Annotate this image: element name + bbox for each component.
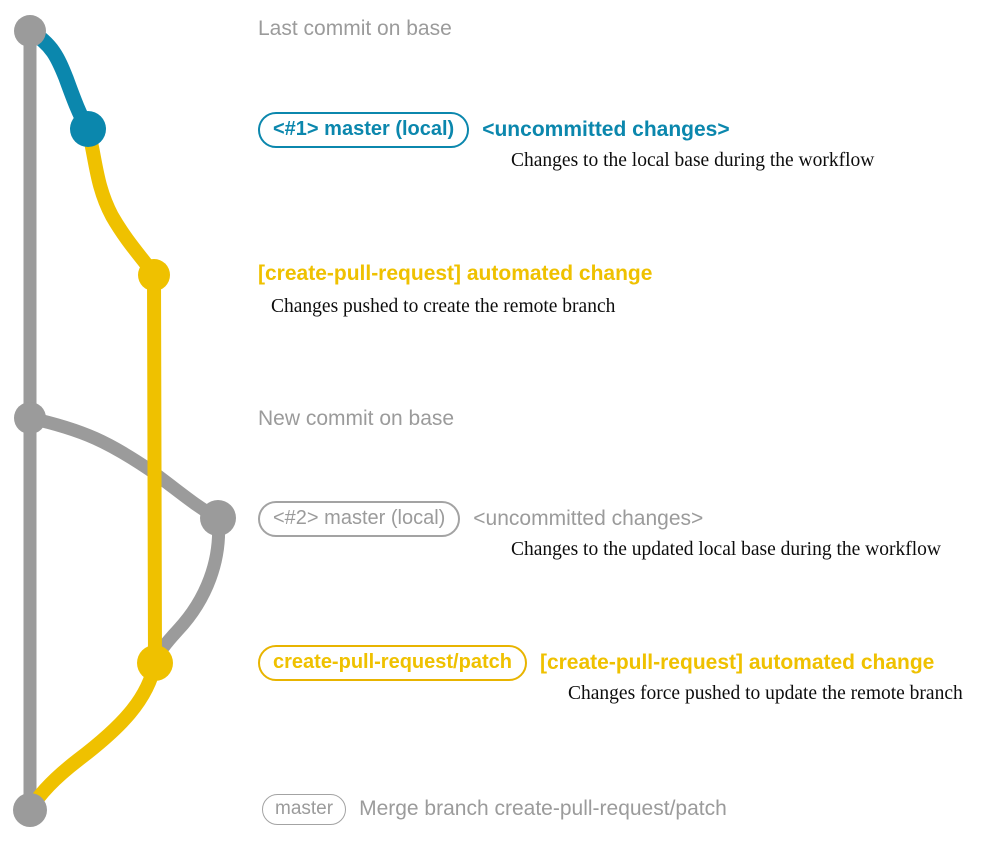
commit-description-automated-change-2: Changes force pushed to update the remot… — [568, 683, 963, 704]
branch-chip-local-2[interactable]: <#2> master (local) — [258, 501, 461, 537]
commit-message-local-1: <uncommitted changes> — [482, 118, 730, 141]
headline-new-commit-on-base: New commit on base — [258, 407, 455, 430]
branch-chip-local-1[interactable]: <#1> master (local) — [258, 112, 470, 148]
row-patch-branch: create-pull-request/patch [create-pull-r… — [258, 645, 934, 681]
row-local-1: <#1> master (local) <uncommitted changes… — [258, 112, 730, 148]
commit-message-automated-change-1: [create-pull-request] automated change — [258, 262, 653, 285]
commit-description-automated-change-1: Changes pushed to create the remote bran… — [271, 296, 616, 317]
commit-message-local-2: <uncommitted changes> — [473, 507, 704, 530]
headline-last-commit-on-base: Last commit on base — [258, 17, 452, 40]
branch-chip-master[interactable]: master — [262, 794, 347, 825]
commit-description-local-2: Changes to the updated local base during… — [511, 539, 941, 560]
row-local-2: <#2> master (local) <uncommitted changes… — [258, 501, 703, 537]
branch-chip-create-pull-request-patch[interactable]: create-pull-request/patch — [258, 645, 527, 681]
commit-message-automated-change-2: [create-pull-request] automated change — [539, 651, 935, 674]
row-merge: master Merge branch create-pull-request/… — [262, 794, 727, 825]
commit-description-local-1: Changes to the local base during the wor… — [511, 150, 875, 171]
commit-message-merge: Merge branch create-pull-request/patch — [359, 797, 727, 821]
